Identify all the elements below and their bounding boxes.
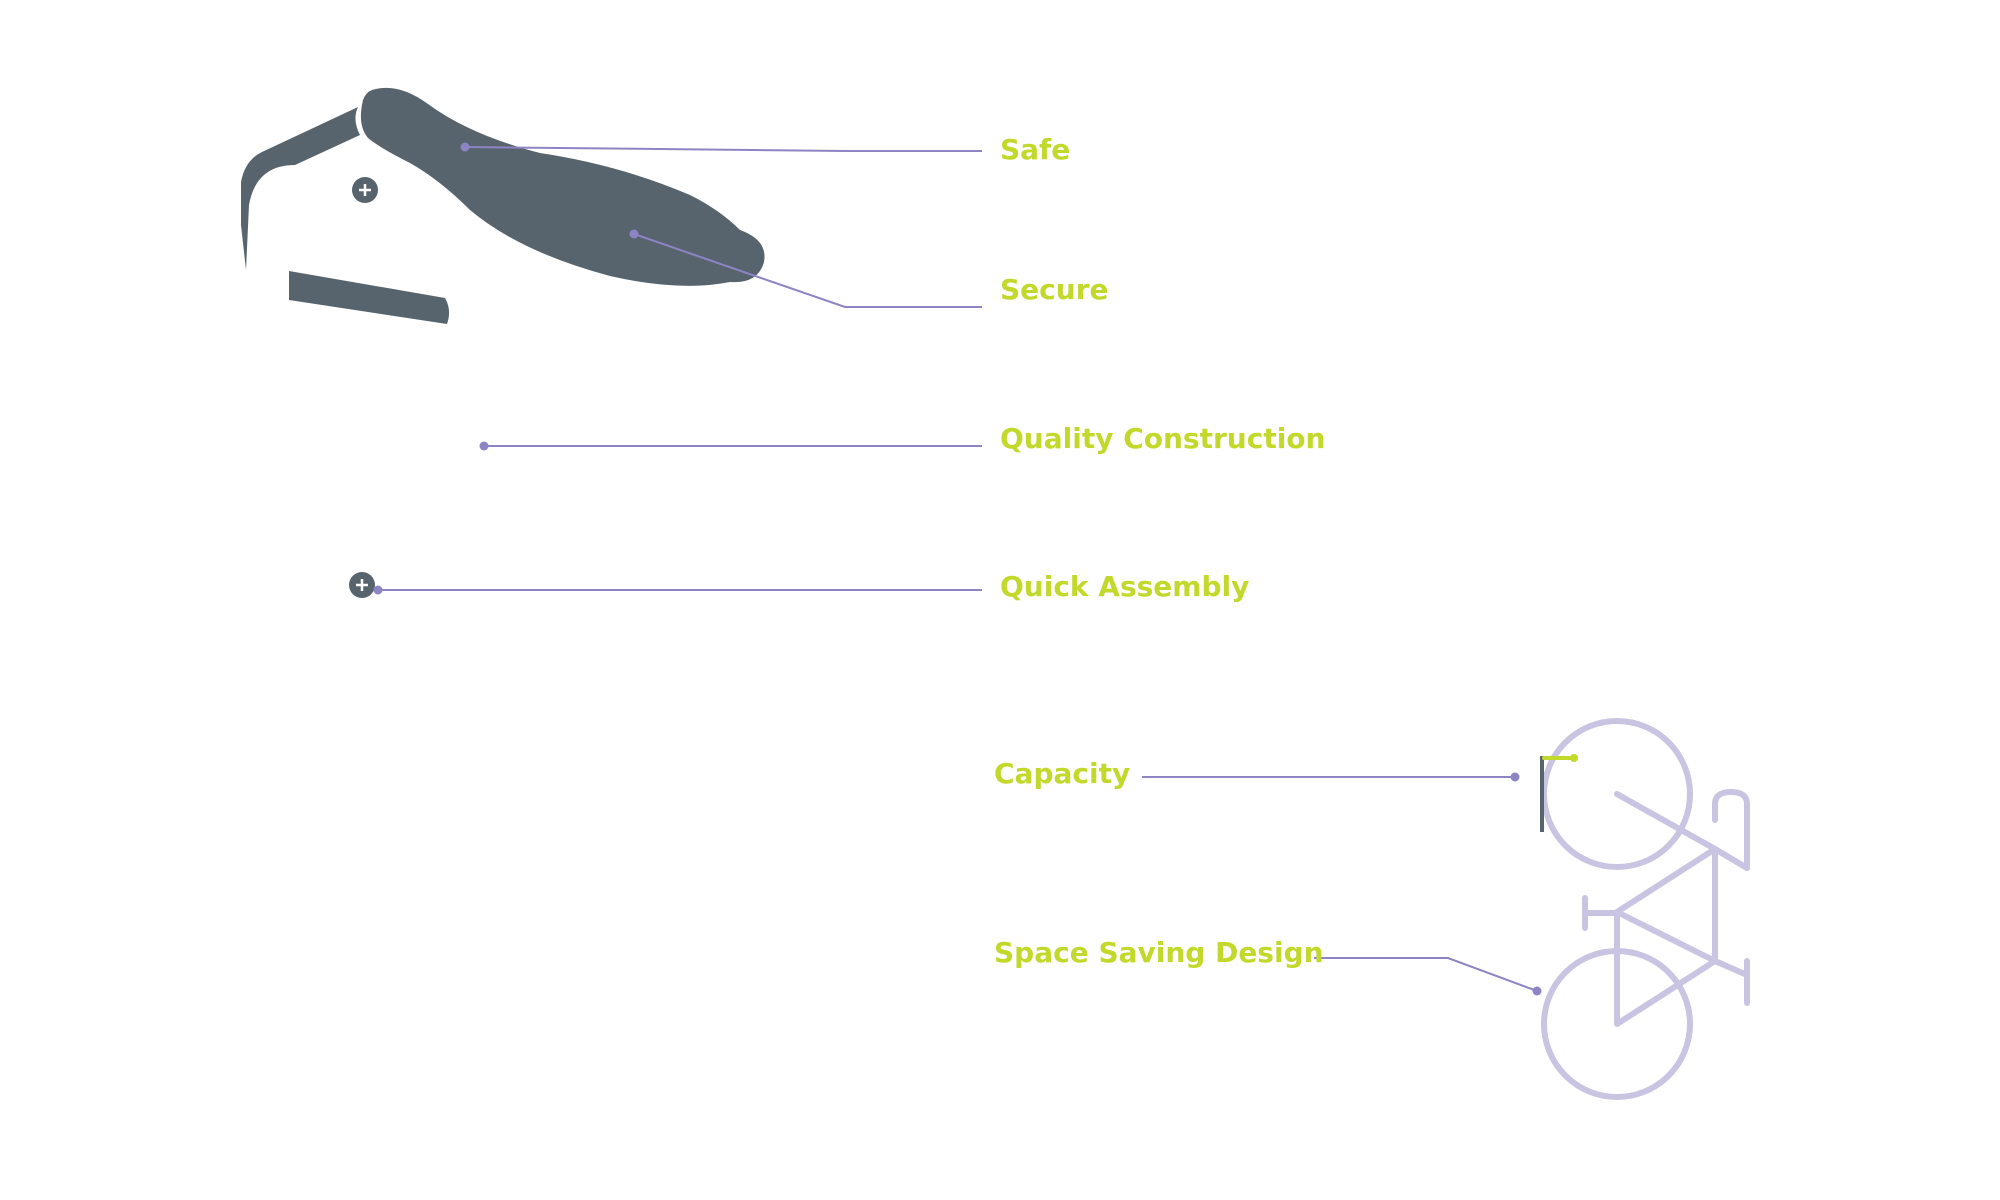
leader-secure xyxy=(633,233,982,308)
feature-label-safe: Safe xyxy=(1000,133,1071,166)
feature-label-quality-construction: Quality Construction xyxy=(1000,422,1326,455)
dot-quality xyxy=(479,441,489,451)
leader-safe xyxy=(464,146,982,152)
leader-dots xyxy=(373,142,1542,996)
wall-bracket xyxy=(1540,754,1578,832)
handlebar xyxy=(1712,789,1750,871)
dot-space xyxy=(1532,986,1542,996)
screw-icon xyxy=(352,177,378,203)
leader-lines xyxy=(378,146,1538,992)
feature-label-quick-assembly: Quick Assembly xyxy=(1000,570,1250,603)
hook-body xyxy=(360,87,765,286)
bike-frame xyxy=(1614,791,1750,1027)
bike-seat xyxy=(1582,895,1620,931)
dot-secure xyxy=(629,229,639,239)
feature-label-space-saving-design: Space Saving Design xyxy=(994,936,1324,969)
dot-safe xyxy=(460,142,470,152)
feature-label-secure: Secure xyxy=(1000,273,1109,306)
bicycle-icon xyxy=(1541,718,1750,1100)
hook-lower-arm xyxy=(289,271,450,324)
feature-label-capacity: Capacity xyxy=(994,757,1131,790)
bike-hook-icon xyxy=(241,87,765,324)
hook-upper-arm xyxy=(241,107,360,270)
dot-quick xyxy=(373,585,383,595)
dot-capacity xyxy=(1510,772,1520,782)
leader-space xyxy=(1314,957,1538,992)
screw-icon xyxy=(349,572,375,598)
